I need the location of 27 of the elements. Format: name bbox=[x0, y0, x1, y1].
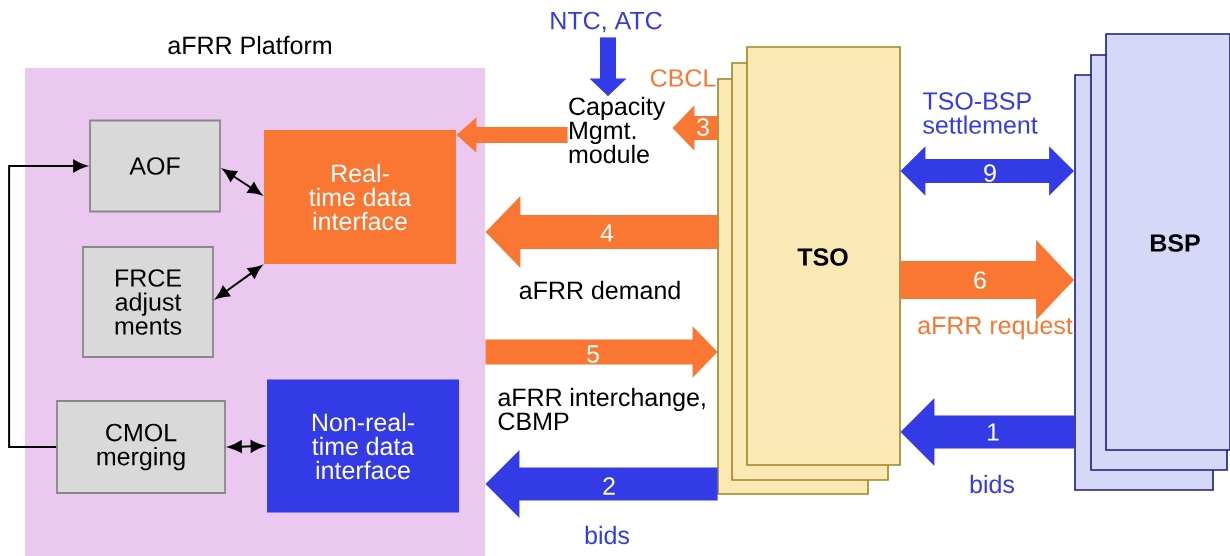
annotation: aFRR request bbox=[918, 316, 1073, 340]
edge-label: 2 bbox=[603, 477, 615, 495]
input-label: NTC, ATC bbox=[551, 11, 662, 33]
module-box: FRCE adjust ments bbox=[82, 246, 214, 358]
edge-label: 6 bbox=[974, 271, 986, 289]
annotation: aFRR interchange, CBMP bbox=[498, 387, 705, 431]
edge-label: 3 bbox=[697, 118, 709, 136]
annotation: bids bbox=[970, 474, 1015, 494]
edge-label: 9 bbox=[984, 164, 996, 182]
arrow bbox=[215, 265, 262, 299]
module-box: AOF bbox=[89, 119, 221, 213]
annotation: bids bbox=[585, 525, 630, 545]
arrow bbox=[8, 159, 87, 448]
module-box: CMOL merging bbox=[56, 400, 226, 494]
arrow bbox=[228, 440, 265, 453]
module-label: Capacity Mgmt. module bbox=[569, 96, 666, 164]
edge-label: 5 bbox=[587, 345, 599, 363]
node-label: aFRR Platform bbox=[168, 35, 331, 55]
bsp-stack: BSP bbox=[1074, 33, 1230, 491]
tso-stack: TSO bbox=[717, 46, 901, 495]
edge-label: 1 bbox=[987, 423, 999, 441]
annotation: TSO-BSP settlement bbox=[922, 92, 1038, 134]
interface-box: Non-real-time data interface bbox=[267, 379, 459, 513]
edge-label: 4 bbox=[600, 224, 614, 242]
arrow bbox=[222, 168, 262, 196]
annotation: aFRR demand bbox=[519, 280, 680, 300]
interface-box: Real-time data interface bbox=[264, 130, 456, 264]
